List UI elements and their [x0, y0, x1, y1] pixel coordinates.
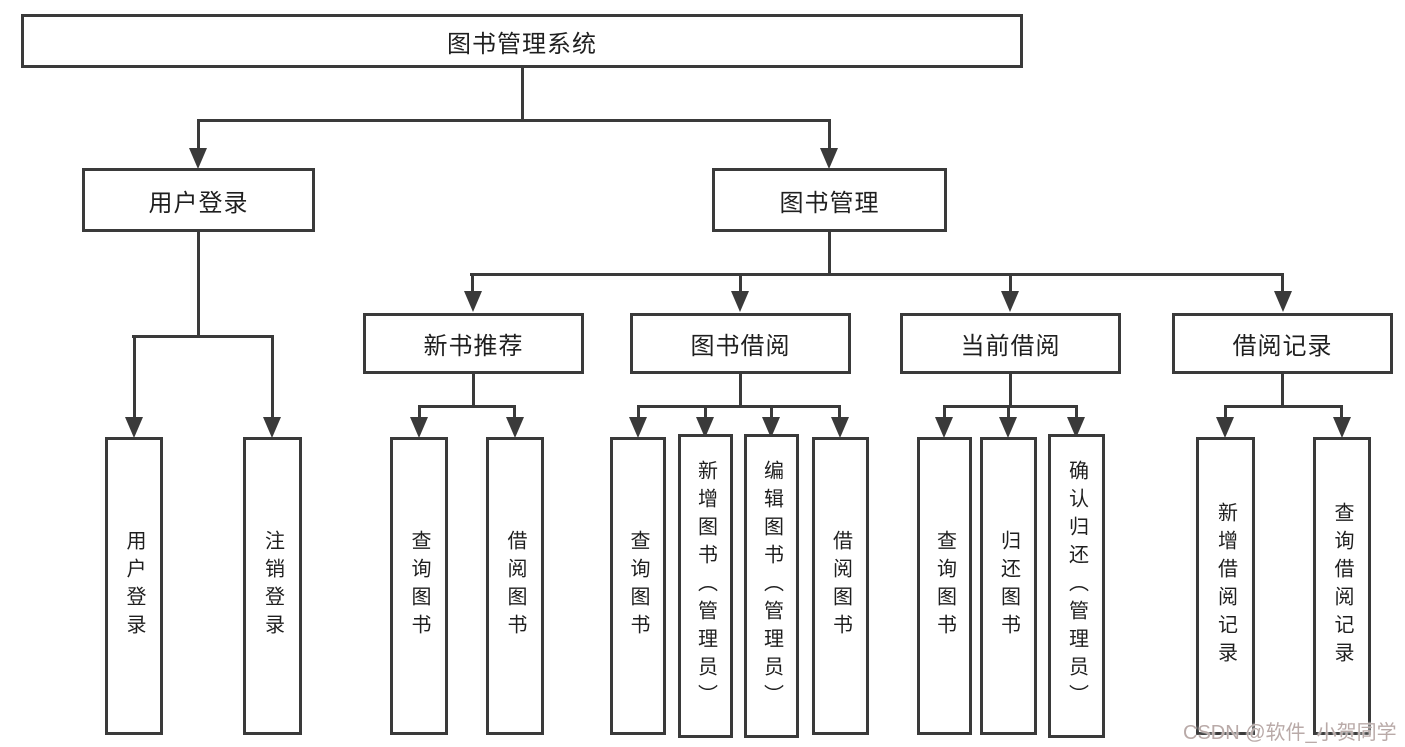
leaf-query-borrow-record-label: 查询借阅记录 [1331, 502, 1353, 670]
arrow-down-icon [1216, 417, 1234, 438]
connector-drop [1340, 405, 1343, 421]
node-current-borrow: 当前借阅 [900, 313, 1121, 374]
connector-trunk [472, 374, 475, 407]
node-user-login-label: 用户登录 [148, 189, 249, 217]
node-new-book-recommend: 新书推荐 [363, 313, 584, 374]
arrow-down-icon [410, 417, 428, 438]
node-user-login: 用户登录 [82, 168, 315, 232]
arrow-down-icon [831, 417, 849, 438]
connector-bar [943, 405, 1078, 408]
arrow-down-icon [125, 417, 143, 438]
arrow-down-icon [999, 417, 1017, 438]
leaf-query-books-borrow-label: 查询图书 [627, 530, 649, 642]
arrow-down-icon [629, 417, 647, 438]
leaf-query-books-current-label: 查询图书 [933, 530, 956, 642]
leaf-borrow-books-recommend-label: 借阅图书 [504, 530, 526, 642]
connector-drop [704, 405, 707, 421]
leaf-query-books-current: 查询图书 [917, 437, 972, 735]
connector-trunk [1281, 374, 1284, 407]
connector-bar [418, 405, 516, 408]
arrow-down-icon [696, 417, 714, 438]
node-book-borrow-label: 图书借阅 [690, 333, 791, 360]
connector-drop [271, 335, 274, 421]
leaf-confirm-return-admin-label: 确认归还（管理员） [1065, 460, 1088, 712]
connector-drop [943, 405, 946, 421]
arrow-down-icon [1001, 291, 1019, 312]
node-book-management: 图书管理 [712, 168, 947, 232]
leaf-user-login: 用户登录 [105, 437, 163, 735]
arrow-down-icon [820, 148, 838, 169]
connector-drop [739, 273, 742, 295]
arrow-down-icon [1333, 417, 1351, 438]
node-new-book-recommend-label: 新书推荐 [423, 333, 524, 360]
leaf-query-borrow-record: 查询借阅记录 [1313, 437, 1371, 735]
node-root-label: 图书管理系统 [447, 30, 597, 58]
connector-drop [1009, 273, 1012, 295]
connector-drop [828, 119, 831, 152]
node-book-management-label: 图书管理 [779, 189, 880, 217]
connector-book-mgmt-trunk [828, 232, 831, 275]
connector-bar [1224, 405, 1343, 408]
leaf-return-book-label: 归还图书 [997, 530, 1020, 642]
node-borrow-record: 借阅记录 [1172, 313, 1393, 374]
connector-drop [1224, 405, 1227, 421]
leaf-borrow-books-recommend: 借阅图书 [486, 437, 544, 735]
leaf-confirm-return-admin: 确认归还（管理员） [1048, 434, 1105, 738]
connector-drop [838, 405, 841, 421]
leaf-edit-book-admin: 编辑图书（管理员） [744, 434, 799, 738]
arrow-down-icon [189, 148, 207, 169]
connector-drop [197, 119, 200, 152]
leaf-query-books-recommend-label: 查询图书 [408, 530, 430, 642]
connector-bar [637, 405, 841, 408]
arrow-down-icon [731, 291, 749, 312]
connector-drop [770, 405, 773, 421]
connector-user-login-trunk [197, 232, 200, 337]
leaf-add-borrow-record-label: 新增借阅记录 [1214, 502, 1237, 670]
arrow-down-icon [506, 417, 524, 438]
node-root: 图书管理系统 [21, 14, 1023, 68]
arrow-down-icon [1274, 291, 1292, 312]
node-book-borrow: 图书借阅 [630, 313, 851, 374]
connector-trunk [739, 374, 742, 407]
connector-drop [133, 335, 136, 421]
connector-drop [471, 273, 474, 295]
leaf-edit-book-admin-label: 编辑图书（管理员） [760, 460, 783, 712]
connector-level1-bar [197, 119, 831, 122]
arrow-down-icon [464, 291, 482, 312]
connector-drop [1281, 273, 1284, 295]
csdn-watermark: CSDN @软件_小贺同学 [1183, 722, 1397, 744]
arrow-down-icon [935, 417, 953, 438]
arrow-down-icon [263, 417, 281, 438]
connector-root-trunk [521, 68, 524, 121]
connector-level2-bar [470, 273, 1284, 276]
connector-user-login-bar [132, 335, 274, 338]
leaf-user-login-label: 用户登录 [123, 530, 145, 642]
leaf-query-books-borrow: 查询图书 [610, 437, 666, 735]
connector-drop [637, 405, 640, 421]
leaf-query-books-recommend: 查询图书 [390, 437, 448, 735]
leaf-logout: 注销登录 [243, 437, 302, 735]
connector-trunk [1009, 374, 1012, 407]
leaf-return-book: 归还图书 [980, 437, 1037, 735]
connector-drop [1075, 405, 1078, 421]
leaf-add-book-admin: 新增图书（管理员） [678, 434, 733, 738]
leaf-borrow-books-2: 借阅图书 [812, 437, 869, 735]
arrow-down-icon [1067, 417, 1085, 438]
connector-drop [418, 405, 421, 421]
leaf-add-book-admin-label: 新增图书（管理员） [694, 460, 717, 712]
leaf-logout-label: 注销登录 [261, 530, 284, 642]
arrow-down-icon [762, 417, 780, 438]
connector-drop [1007, 405, 1010, 421]
leaf-borrow-books-2-label: 借阅图书 [829, 530, 852, 642]
leaf-add-borrow-record: 新增借阅记录 [1196, 437, 1255, 735]
node-current-borrow-label: 当前借阅 [960, 333, 1061, 360]
node-borrow-record-label: 借阅记录 [1232, 333, 1333, 360]
connector-drop [513, 405, 516, 421]
